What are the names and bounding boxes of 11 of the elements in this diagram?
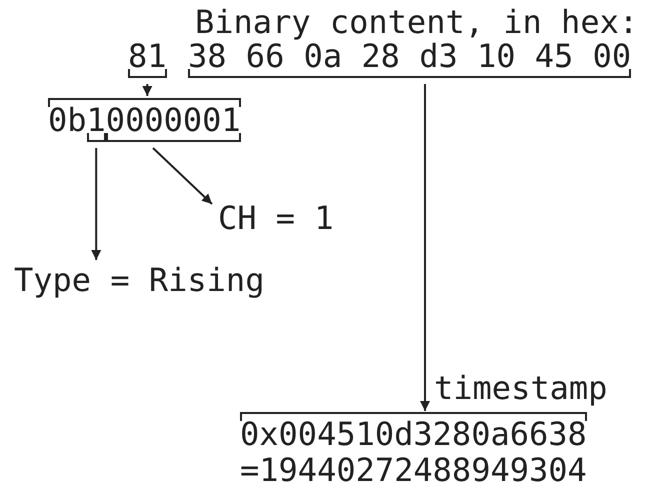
arrow (420, 84, 430, 411)
field-value: Type = Rising (14, 262, 264, 298)
value-text: 0b (48, 102, 87, 141)
value-text: 0x004510d3280a6638 (240, 416, 587, 452)
arrow (142, 84, 152, 96)
caption-text: timestamp (434, 370, 608, 406)
field-value: CH = 1 (218, 200, 334, 236)
arrow (152, 147, 213, 205)
title: Binary content, in hex: (195, 4, 638, 40)
value-text: =19440272488949304 (240, 452, 587, 488)
arrow (91, 148, 102, 260)
